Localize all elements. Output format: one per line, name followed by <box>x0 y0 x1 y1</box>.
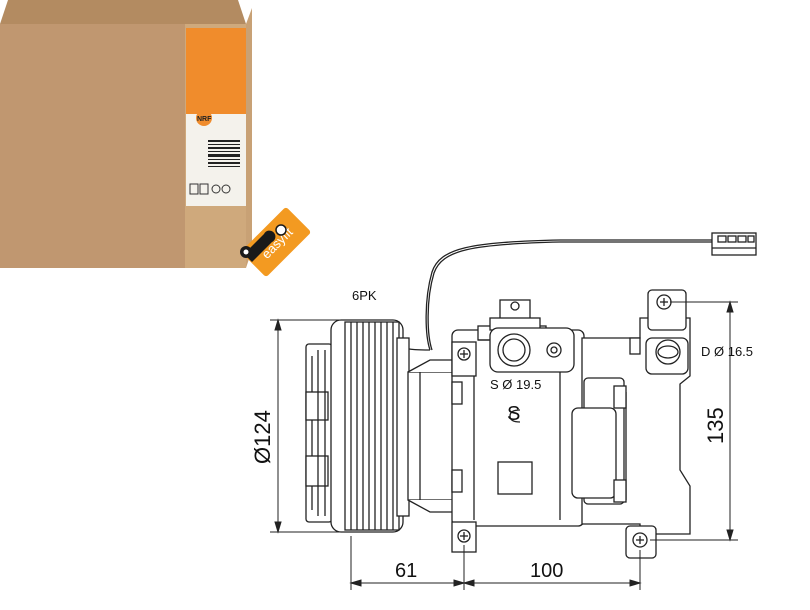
clutch-plate <box>305 343 333 523</box>
connector-plug <box>711 232 757 256</box>
height-label: 135 <box>703 407 728 444</box>
mount-ear-bottom-right <box>625 525 657 559</box>
discharge-label: D Ø 16.5 <box>701 344 753 359</box>
dim-61-label: 61 <box>395 560 417 582</box>
bolts <box>451 337 641 503</box>
wire <box>425 239 712 351</box>
svg-text:NRF: NRF <box>197 116 212 123</box>
pulley-diameter-label: Ø124 <box>250 410 275 464</box>
compressor-drawing <box>305 232 757 559</box>
product-box: NRF <box>0 0 252 268</box>
dimension-lines <box>270 300 738 590</box>
nrf-logo: NRF <box>196 110 212 126</box>
barcode <box>208 140 240 167</box>
suction-port <box>489 327 575 373</box>
dim-100-label: 100 <box>530 560 563 582</box>
clutch-coil <box>407 359 455 513</box>
suction-mark: S <box>507 403 520 425</box>
diagram-labels: 6PK S Ø 19.5 S D Ø 16.5 Ø124 135 61 100 <box>250 288 753 582</box>
discharge-port <box>645 337 689 375</box>
belt-label: 6PK <box>352 288 377 303</box>
mount-ear-top-right <box>647 289 687 331</box>
box-label: NRF <box>186 28 246 206</box>
suction-label: S Ø 19.5 <box>490 377 541 392</box>
mount-ear-left-top <box>451 341 477 377</box>
wrench-icon <box>240 224 287 262</box>
pulley <box>330 319 410 533</box>
